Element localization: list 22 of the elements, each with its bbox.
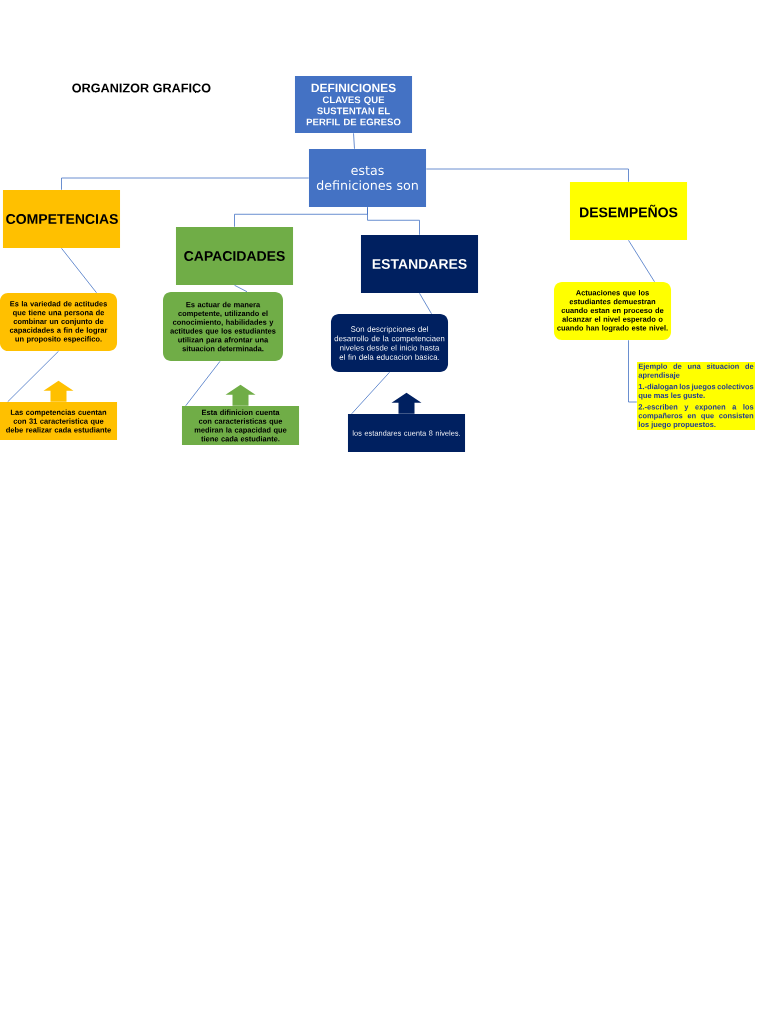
connector-line [61, 177, 310, 191]
connector-line [234, 284, 248, 293]
connector-line [351, 371, 390, 415]
block-arrow [225, 384, 256, 406]
connector-line [425, 168, 629, 183]
connector-line [61, 247, 97, 294]
connector-line [353, 132, 355, 150]
connector-line [7, 350, 59, 403]
title: ORGANIZOR GRAFICO [72, 83, 211, 93]
concept-box: CAPACIDADES [175, 227, 294, 285]
block-arrow [391, 392, 422, 414]
title-box: DEFINICIONES CLAVES QUE SUSTENTAN EL PERFIL DE EGRESO [294, 75, 413, 134]
concept-box: ESTANDARES [360, 235, 479, 293]
connector-line [628, 339, 638, 403]
concept-box: DESEMPEÑOS [569, 182, 688, 240]
connector-line [367, 206, 420, 236]
block-arrow [43, 380, 74, 402]
process-box: estas definiciones son [308, 149, 427, 207]
connector-line [185, 360, 221, 407]
connector-line [628, 239, 655, 283]
connector-line [419, 292, 432, 315]
concept-box: COMPETENCIAS [2, 190, 121, 248]
